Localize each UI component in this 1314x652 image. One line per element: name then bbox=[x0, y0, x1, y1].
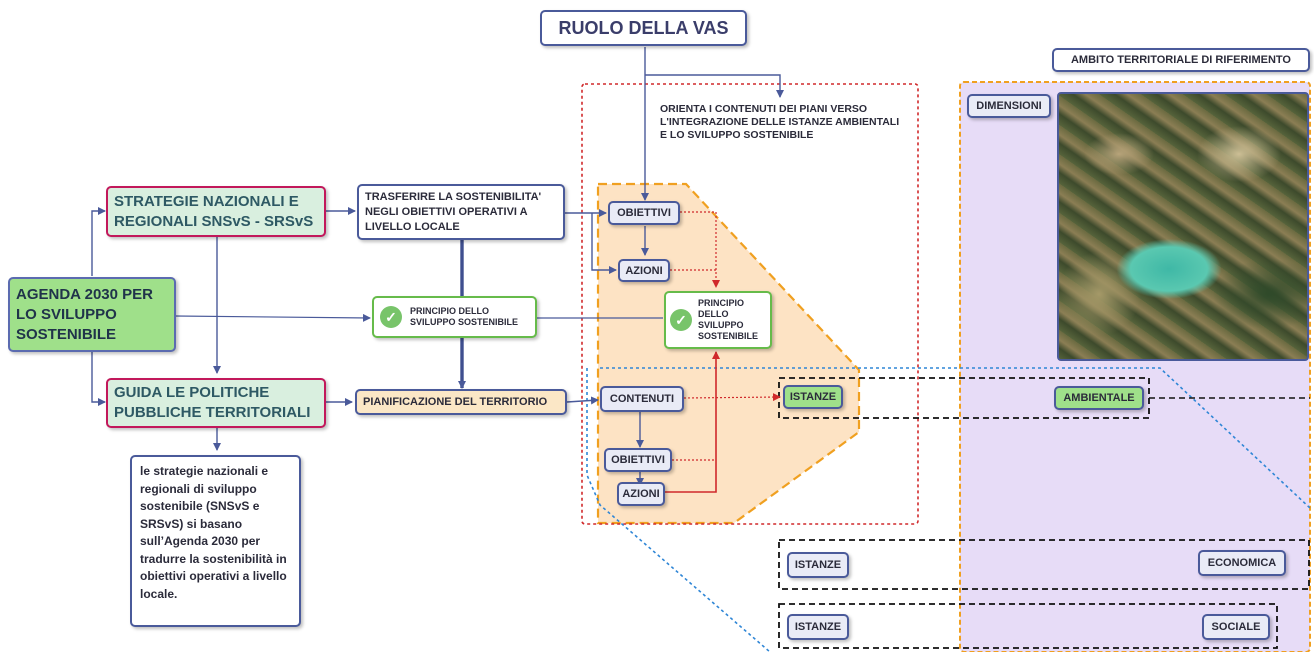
aerial-territory-photo bbox=[1057, 92, 1309, 361]
ambito-label: AMBITO TERRITORIALE DI RIFERIMENTO bbox=[1052, 48, 1310, 72]
istanze-economiche-box: ISTANZE bbox=[787, 552, 849, 578]
row-sociale-frame bbox=[778, 603, 1278, 649]
obiettivi-top-text: OBIETTIVI bbox=[617, 207, 671, 219]
sociale-text: SOCIALE bbox=[1211, 621, 1261, 633]
trasferire-box: TRASFERIRE LA SOSTENIBILITA' NEGLI OBIET… bbox=[357, 184, 565, 240]
contenuti-text: CONTENUTI bbox=[609, 393, 675, 405]
principio-right-text: PRINCIPIO DELLO SVILUPPO SOSTENIBILE bbox=[698, 298, 759, 341]
azioni-bottom-text: AZIONI bbox=[622, 488, 660, 500]
orienta-text: ORIENTA I CONTENUTI DEI PIANI VERSO L'IN… bbox=[660, 103, 900, 141]
sociale-box: SOCIALE bbox=[1202, 614, 1270, 640]
principio-right-box: ✓ PRINCIPIO DELLO SVILUPPO SOSTENIBILE bbox=[664, 291, 772, 349]
check-circle-icon: ✓ bbox=[670, 309, 692, 331]
strategie-box: STRATEGIE NAZIONALI E REGIONALI SNSvS - … bbox=[106, 186, 326, 237]
azioni-top-text: AZIONI bbox=[625, 264, 663, 277]
note-box: le strategie nazionali e regionali di sv… bbox=[130, 455, 301, 627]
istanze-sociali-box: ISTANZE bbox=[787, 614, 849, 640]
economica-text: ECONOMICA bbox=[1207, 557, 1277, 569]
obiettivi-top-box: OBIETTIVI bbox=[608, 201, 680, 225]
page-title: RUOLO DELLA VAS bbox=[540, 10, 747, 46]
pianificazione-box: PIANIFICAZIONE DEL TERRITORIO bbox=[355, 389, 567, 415]
ambientale-text: AMBIENTALE bbox=[1063, 392, 1135, 404]
istanze-2-text: ISTANZE bbox=[794, 559, 842, 571]
guida-text: GUIDA LE POLITICHE PUBBLICHE TERRITORIAL… bbox=[114, 384, 311, 421]
agenda-2030-text: AGENDA 2030 PER LO SVILUPPO SOSTENIBILE bbox=[16, 285, 153, 343]
check-circle-icon: ✓ bbox=[380, 306, 402, 328]
pianificazione-text: PIANIFICAZIONE DEL TERRITORIO bbox=[363, 396, 548, 408]
contenuti-box: CONTENUTI bbox=[600, 386, 684, 412]
perspective-outline bbox=[586, 367, 1311, 652]
dimensioni-label-text: DIMENSIONI bbox=[976, 100, 1042, 112]
guida-box: GUIDA LE POLITICHE PUBBLICHE TERRITORIAL… bbox=[106, 378, 326, 428]
page-title-text: RUOLO DELLA VAS bbox=[558, 17, 729, 38]
note-text: le strategie nazionali e regionali di sv… bbox=[140, 464, 287, 601]
agenda-2030-box: AGENDA 2030 PER LO SVILUPPO SOSTENIBILE bbox=[8, 277, 176, 352]
plan-region bbox=[596, 182, 861, 525]
trasferire-text: TRASFERIRE LA SOSTENIBILITA' NEGLI OBIET… bbox=[365, 190, 542, 233]
vas-frame bbox=[581, 83, 919, 525]
istanze-ambientali-box: ISTANZE bbox=[783, 385, 843, 409]
azioni-bottom-box: AZIONI bbox=[617, 482, 665, 506]
row-economica-frame bbox=[778, 539, 1310, 590]
ambientale-box: AMBIENTALE bbox=[1054, 386, 1144, 410]
obiettivi-bottom-box: OBIETTIVI bbox=[604, 448, 672, 472]
azioni-top-box: AZIONI bbox=[618, 259, 670, 282]
istanze-1-text: ISTANZE bbox=[789, 391, 837, 403]
ambito-label-text: AMBITO TERRITORIALE DI RIFERIMENTO bbox=[1070, 54, 1291, 66]
dimensioni-label: DIMENSIONI bbox=[967, 94, 1051, 118]
strategie-text: STRATEGIE NAZIONALI E REGIONALI SNSvS - … bbox=[114, 192, 314, 230]
principio-left-text: PRINCIPIO DELLO SVILUPPO SOSTENIBILE bbox=[410, 306, 519, 327]
obiettivi-bottom-text: OBIETTIVI bbox=[611, 454, 665, 466]
istanze-3-text: ISTANZE bbox=[794, 621, 842, 633]
economica-box: ECONOMICA bbox=[1198, 550, 1286, 576]
principio-left-box: ✓ PRINCIPIO DELLO SVILUPPO SOSTENIBILE bbox=[372, 296, 537, 338]
